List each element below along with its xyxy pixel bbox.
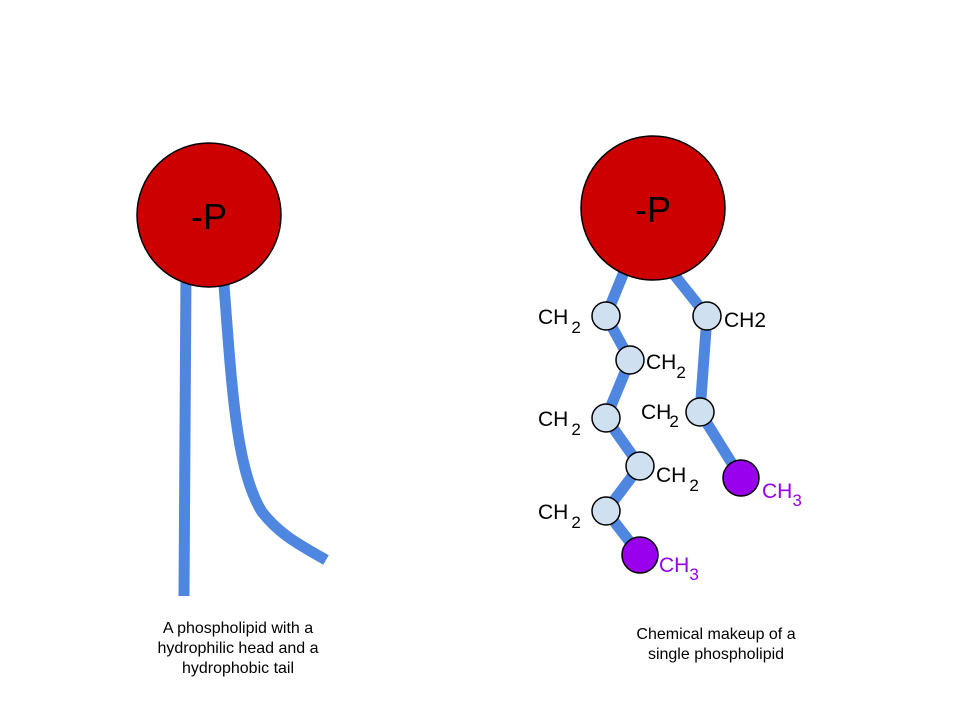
ch2-label: CH2: [646, 351, 686, 382]
caption-line: Chemical makeup of a: [636, 626, 796, 643]
caption-line: hydrophobic tail: [181, 660, 295, 677]
ch2-node: [625, 451, 655, 481]
right-tail-right-chain: [667, 268, 746, 481]
ch2-node: [591, 496, 621, 526]
left-tail-straight: [178, 271, 192, 597]
ch2-node: [615, 345, 645, 375]
ch2-node: [591, 403, 621, 433]
right-head-label: -P: [635, 189, 671, 230]
left-phospholipid: -P: [136, 142, 329, 597]
ch3-label: CH3: [762, 480, 802, 510]
right-caption: Chemical makeup of a single phospholipid: [556, 625, 876, 665]
caption-line: hydrophilic head and a: [157, 640, 319, 657]
left-head-label: -P: [191, 196, 227, 237]
left-caption: A phospholipid with a hydrophilic head a…: [78, 619, 398, 679]
right-phosphate-head: [580, 135, 726, 281]
caption-line: single phospholipid: [647, 646, 785, 663]
ch2-label: CH2: [724, 309, 766, 332]
ch2-node: [591, 301, 621, 331]
ch2-node: [692, 301, 722, 331]
ch3-node: [621, 536, 659, 574]
ch2-node: [685, 397, 715, 427]
caption-line: A phospholipid with a: [162, 620, 314, 637]
left-tail-bent: [217, 271, 329, 565]
ch2-label: CH2: [641, 401, 679, 431]
left-phosphate-head: [136, 142, 282, 288]
ch3-node: [722, 459, 760, 497]
ch3-label: CH3: [659, 554, 699, 584]
